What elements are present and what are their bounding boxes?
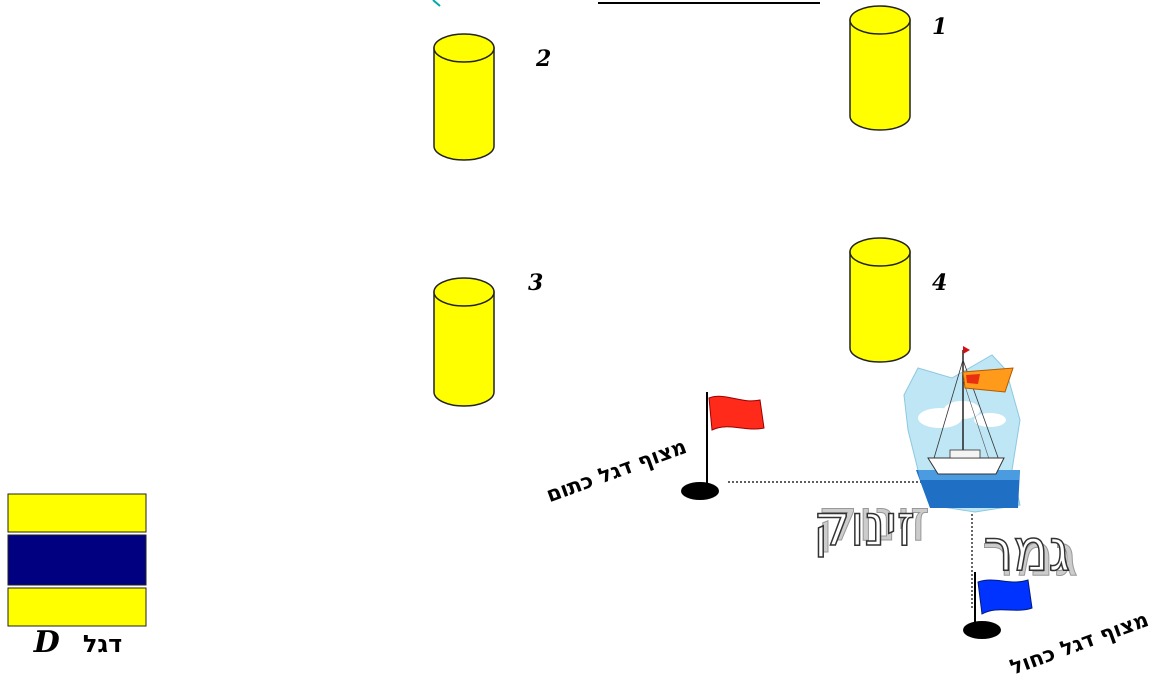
buoy-1	[850, 6, 910, 130]
buoy-2	[434, 34, 494, 160]
red-flag-mark	[681, 392, 764, 500]
blue-flag-label: מצוף דגל כחול	[1007, 607, 1152, 677]
buoy-3-label: 3	[528, 270, 543, 296]
signal-flag-caption: D דגל	[8, 625, 148, 660]
signal-flag-letter: D	[34, 625, 60, 660]
start-label: זינוק	[813, 491, 915, 559]
buoy-1-label: 1	[932, 14, 947, 40]
buoy-4	[850, 238, 910, 362]
red-flag-label: מצוף דגל כתום	[543, 434, 690, 507]
signal-flag-word: דגל	[83, 630, 122, 658]
signal-flag-d	[8, 494, 146, 626]
buoy-2-label: 2	[535, 46, 551, 72]
buoy-3	[434, 278, 494, 406]
finish-label: גמר	[984, 516, 1070, 584]
buoy-4-label: 4	[932, 270, 947, 296]
top-teal-mark	[433, 0, 440, 6]
